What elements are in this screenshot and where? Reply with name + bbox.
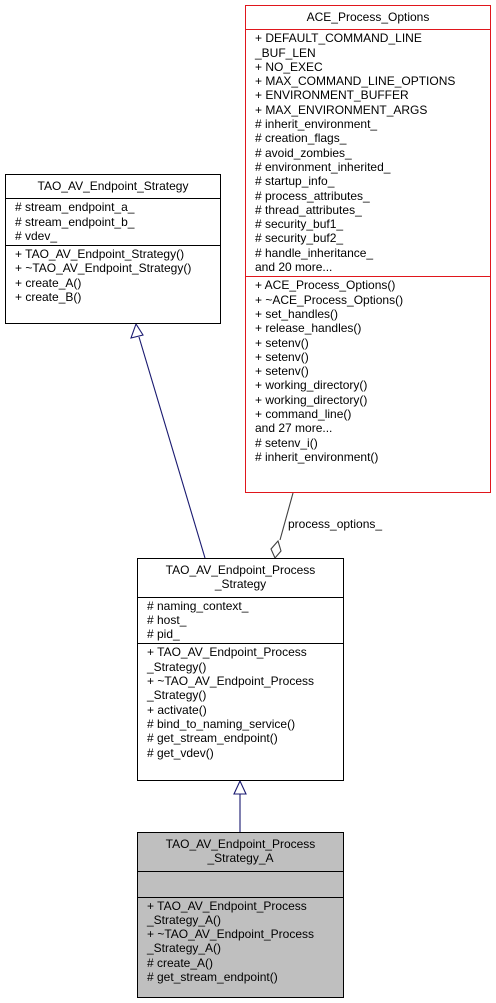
attribute-row: + MAX_ENVIRONMENT_ARGS (255, 102, 428, 117)
method-row: + setenv() (255, 349, 309, 364)
attribute-row: # host_ (147, 612, 187, 627)
method-row: # get_stream_endpoint() (147, 731, 278, 746)
attribute-row: + MAX_COMMAND_LINE_OPTIONS (255, 74, 456, 89)
attribute-row: # security_buf2_ (255, 231, 344, 246)
class-title-line: _Strategy (214, 577, 267, 592)
attribute-row: # handle_inheritance_ (255, 245, 374, 260)
class-box-ace-process-options[interactable]: ACE_Process_Options + DEFAULT_COMMAND_LI… (245, 5, 491, 493)
method-row: + TAO_AV_Endpoint_Strategy() (15, 247, 185, 262)
class-attributes: # naming_context_ # host_ # pid_ (138, 596, 343, 644)
class-title: ACE_Process_Options (246, 6, 490, 29)
method-row: + working_directory() (255, 392, 368, 407)
method-row: # bind_to_naming_service() (147, 716, 296, 731)
attribute-row: # stream_endpoint_a_ (15, 200, 135, 215)
class-title-line: ACE_Process_Options (306, 10, 430, 24)
class-title: TAO_AV_Endpoint_Strategy (6, 175, 220, 198)
method-row: _Strategy() (147, 688, 207, 703)
class-title-line: _Strategy_A (207, 851, 274, 866)
method-row: + set_handles() (255, 306, 339, 321)
method-row: + setenv() (255, 364, 309, 379)
class-methods: + TAO_AV_Endpoint_Process _Strategy_A() … (138, 896, 343, 987)
attribute-more-link[interactable]: and 20 more... (255, 260, 333, 275)
attribute-row: # environment_inherited_ (255, 159, 391, 174)
attribute-row: # pid_ (147, 627, 180, 642)
attribute-row: # avoid_zombies_ (255, 145, 352, 160)
class-title: TAO_AV_Endpoint_Process _Strategy_A (138, 833, 343, 871)
method-row: # create_A() (147, 955, 214, 970)
composition-edge-options (279, 492, 294, 541)
attribute-row: _BUF_LEN (255, 45, 316, 60)
method-row: _Strategy_A() (147, 912, 222, 927)
inheritance-edge-strategy (138, 336, 206, 559)
class-title-line: TAO_AV_Endpoint_Process (165, 563, 316, 577)
attribute-row: # inherit_environment_ (255, 117, 378, 132)
class-title-line: TAO_AV_Endpoint_Process (165, 837, 316, 851)
method-row: # setenv_i() (255, 435, 318, 450)
class-box-tao-av-endpoint-strategy[interactable]: TAO_AV_Endpoint_Strategy # stream_endpoi… (5, 174, 221, 324)
attribute-row: + ENVIRONMENT_BUFFER (255, 88, 409, 103)
attribute-row: # startup_info_ (255, 174, 335, 189)
method-row: + setenv() (255, 335, 309, 350)
method-row: _Strategy() (147, 659, 207, 674)
class-attributes: + DEFAULT_COMMAND_LINE _BUF_LEN + NO_EXE… (246, 29, 490, 276)
method-row: + TAO_AV_Endpoint_Process (147, 645, 307, 660)
class-attributes-empty (138, 870, 343, 897)
method-row: + working_directory() (255, 378, 368, 393)
attribute-row: # thread_attributes_ (255, 202, 362, 217)
method-row: # inherit_environment() (255, 449, 379, 464)
method-row: + activate() (147, 702, 207, 717)
method-row: _Strategy_A() (147, 941, 222, 956)
attribute-row: # creation_flags_ (255, 131, 347, 146)
method-row: + command_line() (255, 407, 352, 422)
class-attributes: # stream_endpoint_a_ # stream_endpoint_b… (6, 198, 220, 245)
inheritance-arrowhead-process-strategy (233, 779, 247, 795)
attribute-row: # vdev_ (15, 228, 58, 243)
attribute-row: # stream_endpoint_b_ (15, 214, 135, 229)
attribute-row: + NO_EXEC (255, 59, 323, 74)
class-box-tao-av-endpoint-process-strategy-a: TAO_AV_Endpoint_Process _Strategy_A + TA… (137, 832, 344, 998)
method-row: + ~TAO_AV_Endpoint_Strategy() (15, 261, 192, 276)
attribute-row: # security_buf1_ (255, 217, 344, 232)
method-row: + release_handles() (255, 321, 362, 336)
method-row: # get_vdev() (147, 745, 214, 760)
method-row: + create_B() (15, 290, 82, 305)
class-title-line: TAO_AV_Endpoint_Strategy (37, 179, 189, 193)
class-methods: + ACE_Process_Options() + ~ACE_Process_O… (246, 276, 490, 466)
method-row: + ACE_Process_Options() (255, 278, 396, 293)
attribute-row: + DEFAULT_COMMAND_LINE (255, 31, 422, 46)
class-box-tao-av-endpoint-process-strategy[interactable]: TAO_AV_Endpoint_Process _Strategy # nami… (137, 558, 344, 781)
class-methods: + TAO_AV_Endpoint_Process _Strategy() + … (138, 643, 343, 761)
composition-diamond (270, 539, 282, 560)
attribute-row: # process_attributes_ (255, 188, 370, 203)
method-row: + ~TAO_AV_Endpoint_Process (147, 927, 314, 942)
edge-label-process-options: process_options_ (288, 517, 382, 531)
class-title: TAO_AV_Endpoint_Process _Strategy (138, 559, 343, 597)
inheritance-arrowhead-strategy (130, 322, 144, 339)
method-row: + ~TAO_AV_Endpoint_Process (147, 674, 314, 689)
attribute-row: # naming_context_ (147, 598, 249, 613)
method-more-link[interactable]: and 27 more... (255, 421, 333, 436)
method-row: + ~ACE_Process_Options() (255, 292, 404, 307)
method-row: + TAO_AV_Endpoint_Process (147, 898, 307, 913)
class-methods: + TAO_AV_Endpoint_Strategy() + ~TAO_AV_E… (6, 245, 220, 306)
method-row: # get_stream_endpoint() (147, 970, 278, 985)
method-row: + create_A() (15, 275, 82, 290)
